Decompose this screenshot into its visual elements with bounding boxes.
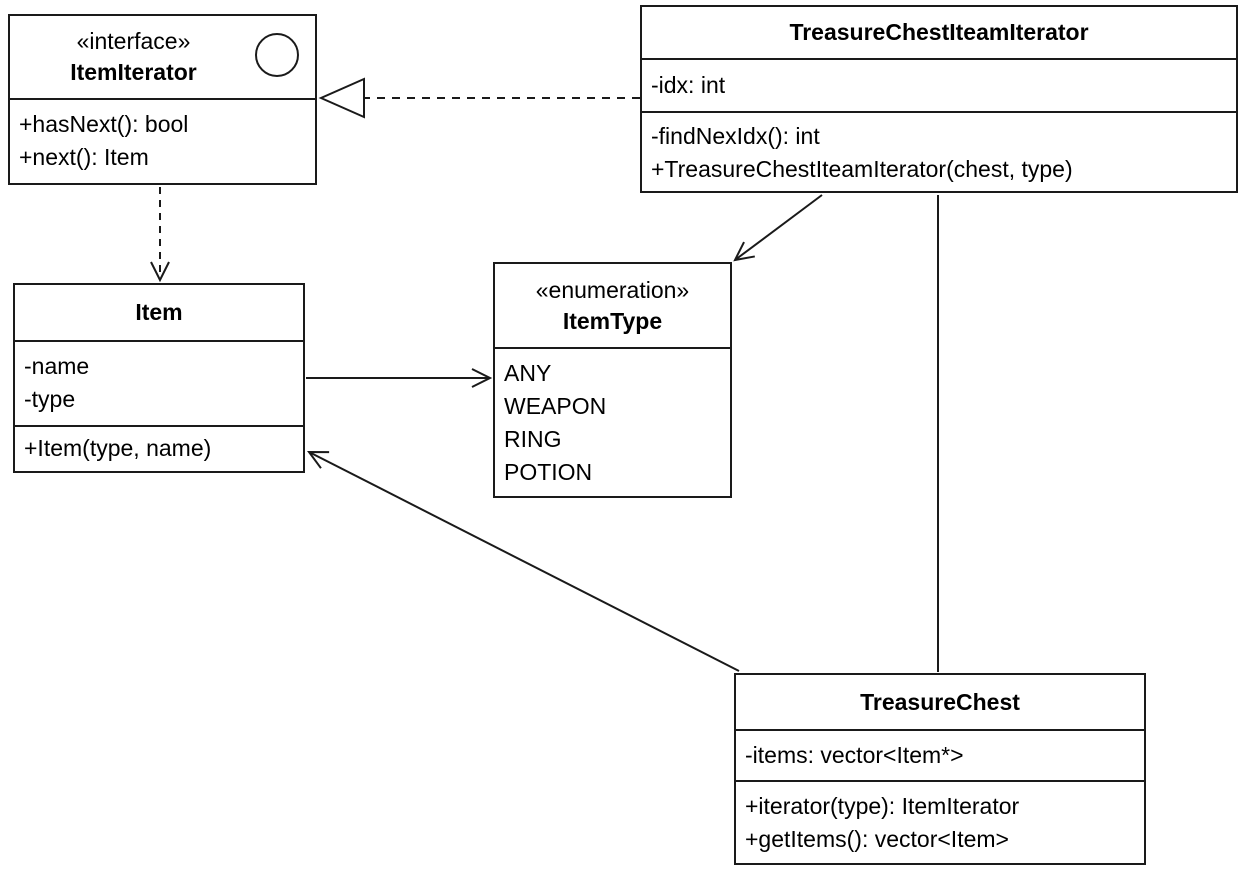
class-name: ItemType [562,307,663,334]
enum-value-label: RING [504,426,562,452]
class-title-item: Item [15,285,303,340]
class-box-item[interactable]: Item -name -type +Item(type, name) [13,283,305,473]
class-title-treasurechest: TreasureChest [736,675,1144,729]
enum-values-compartment: ANY WEAPON RING POTION [495,347,730,496]
method-label: +iterator(type): ItemIterator [745,793,1020,819]
attributes-compartment: -idx: int [642,58,1236,111]
class-title-itemtype: «enumeration» ItemType [495,264,730,347]
class-title-treasurechestiteamiterator: TreasureChestIteamIterator [642,7,1236,58]
enum-value-label: WEAPON [504,393,607,419]
class-name: Item [135,299,183,325]
attribute-label: -name [24,353,90,379]
stereotype-label: «enumeration» [535,276,690,303]
methods-compartment: +hasNext(): bool +next(): Item [10,98,315,183]
class-title-itemiterator: «interface» ItemIterator [10,16,315,98]
association-arrow-tci-to-itemtype [733,194,823,262]
interface-circle-icon [255,33,299,77]
stereotype-label: «interface» [76,28,191,54]
method-label: +Item(type, name) [24,435,212,461]
attributes-compartment: -name -type [15,340,303,425]
class-box-treasurechest[interactable]: TreasureChest -items: vector<Item*> +ite… [734,673,1146,865]
class-box-itemiterator[interactable]: «interface» ItemIterator +hasNext(): boo… [8,14,317,185]
method-label: +TreasureChestIteamIterator(chest, type) [651,156,1073,182]
method-label: +hasNext(): bool [19,111,189,137]
method-label: -findNexIdx(): int [651,123,820,149]
methods-compartment: +Item(type, name) [15,425,303,471]
method-label: +getItems(): vector<Item> [745,826,1009,852]
class-name: ItemIterator [70,59,197,85]
attribute-label: -items: vector<Item*> [745,742,964,768]
attribute-label: -type [24,386,76,412]
class-name: TreasureChestIteamIterator [789,19,1089,45]
class-box-treasurechestiteamiterator[interactable]: TreasureChestIteamIterator -idx: int -fi… [640,5,1238,193]
class-box-itemtype[interactable]: «enumeration» ItemType ANY WEAPON RING P… [493,262,732,498]
methods-compartment: +iterator(type): ItemIterator +getItems(… [736,780,1144,863]
enum-value-label: ANY [504,360,552,386]
methods-compartment: -findNexIdx(): int +TreasureChestIteamIt… [642,111,1236,191]
enum-value-label: POTION [504,459,593,485]
attributes-compartment: -items: vector<Item*> [736,729,1144,780]
attribute-label: -idx: int [651,72,726,98]
class-name: TreasureChest [860,688,1020,715]
method-label: +next(): Item [19,144,149,170]
